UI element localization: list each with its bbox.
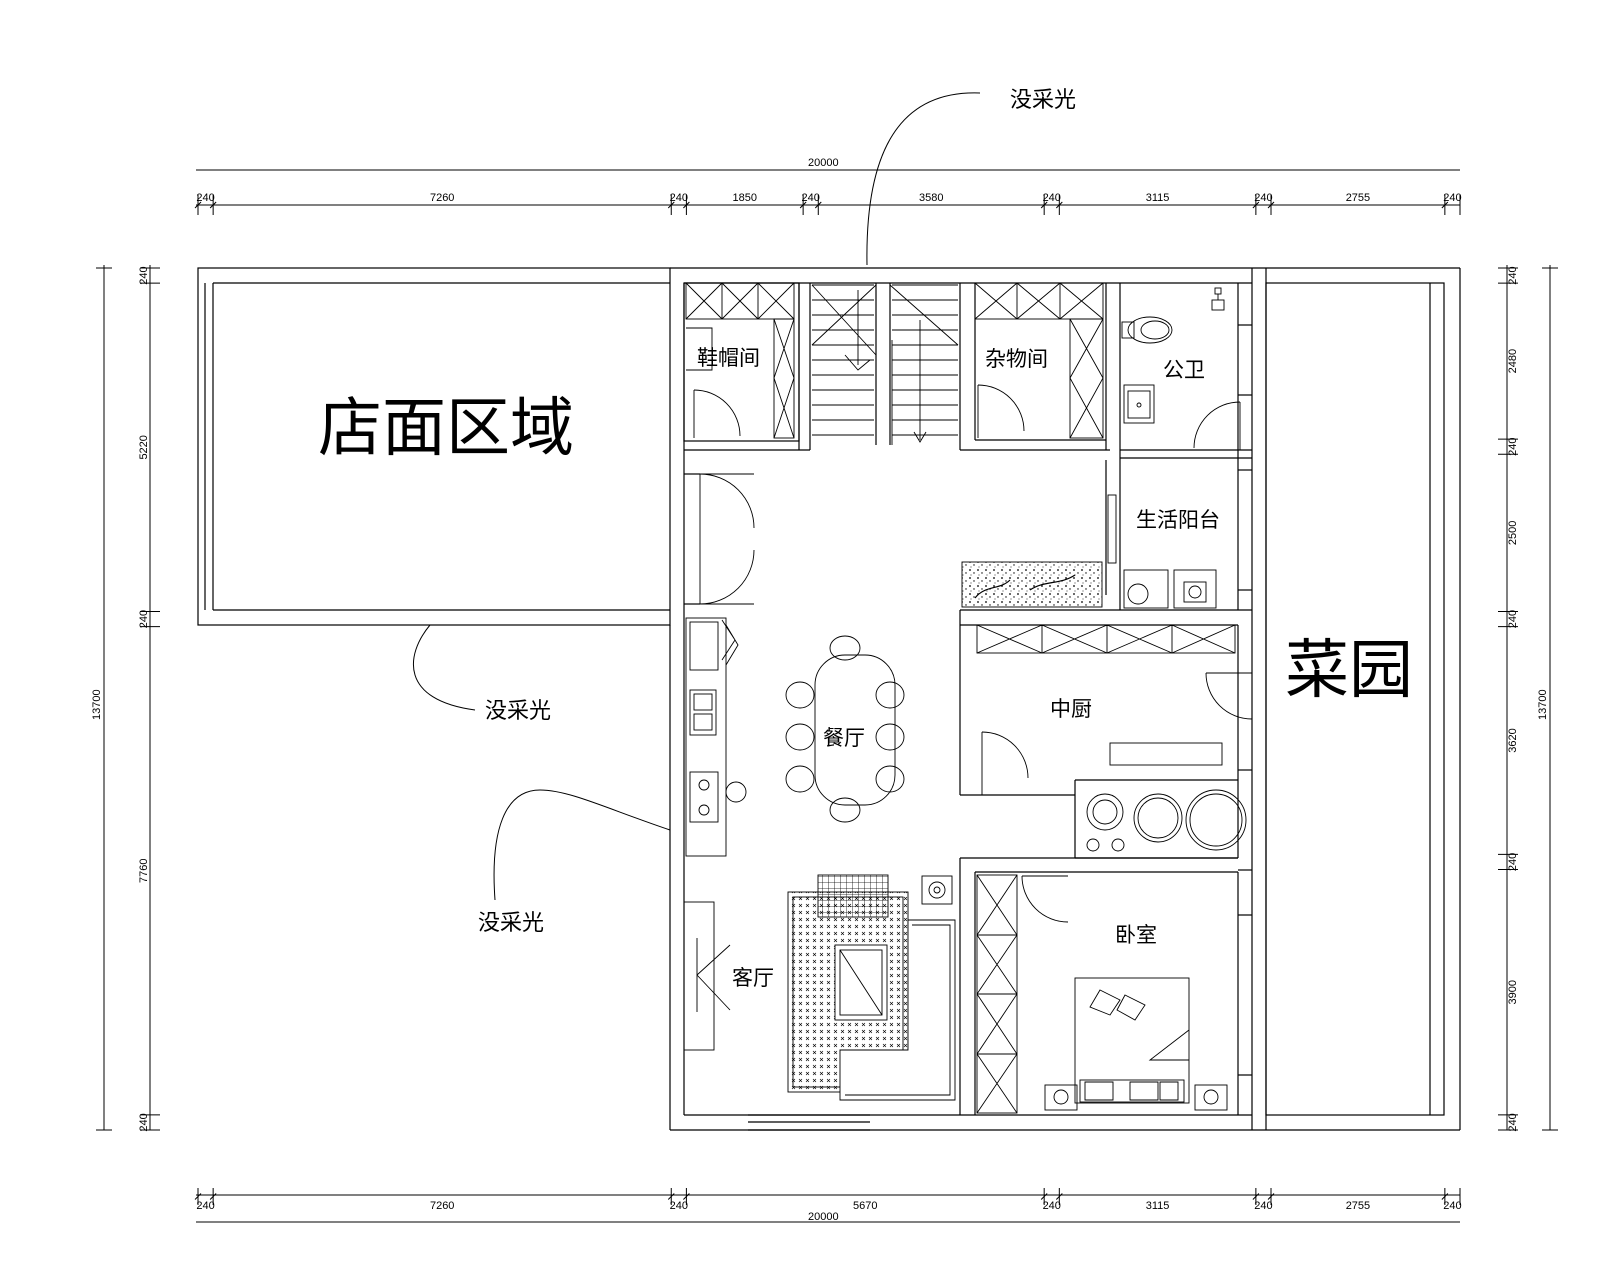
room-label-garden: 菜园 xyxy=(1285,634,1413,708)
dim-segment-label: 240 xyxy=(138,610,150,628)
note-no-light-top: 没采光 xyxy=(1010,88,1076,113)
dim-tick-slash xyxy=(1441,201,1449,209)
stairs xyxy=(811,284,961,450)
dim-tick-slash xyxy=(1252,1193,1260,1200)
dim-segment-label: 3115 xyxy=(1146,1200,1170,1212)
dim-segment-label: 240 xyxy=(1443,192,1461,204)
dim-tick-slash xyxy=(1040,201,1048,209)
dim-segment-label: 240 xyxy=(1507,853,1519,871)
dim-segment-label: 240 xyxy=(196,1200,214,1212)
room-label-shoe: 鞋帽间 xyxy=(697,346,760,370)
dim-segment-label: 240 xyxy=(138,1113,150,1131)
dim-segment-label: 240 xyxy=(1443,1200,1461,1212)
walls xyxy=(197,267,1461,1131)
dim-segment-label: 240 xyxy=(1507,1113,1519,1131)
dimension-text: 20000 20000 13700 13700 240 7260 240 1850 24… xyxy=(91,157,1549,1223)
room-label-living: 客厅 xyxy=(732,966,774,990)
dim-tick-slash xyxy=(799,201,807,209)
dim-segment-label: 2755 xyxy=(1346,1200,1370,1212)
dim-segment-label: 5670 xyxy=(853,1200,877,1212)
dim-tick-slash xyxy=(1055,201,1063,209)
dim-tick-slash xyxy=(814,201,822,209)
dim-tick-slash xyxy=(1267,201,1275,209)
dim-segment-label: 3580 xyxy=(919,192,943,204)
annotations: 没采光 没采光 没采光 xyxy=(478,88,1076,936)
dim-tick-slash xyxy=(1252,201,1260,209)
dim-segment-label: 1850 xyxy=(733,192,757,204)
annotation-leaders xyxy=(412,92,981,901)
dim-tick-slash xyxy=(209,201,217,209)
dim-segment-label: 7260 xyxy=(430,1200,454,1212)
dim-segment-label: 3900 xyxy=(1507,980,1519,1004)
dim-segment-label: 240 xyxy=(138,266,150,284)
note-no-light-left-lower: 没采光 xyxy=(478,911,544,936)
dimension-lines xyxy=(96,169,1558,1223)
fixtures xyxy=(683,282,1253,1114)
note-no-light-left-upper: 没采光 xyxy=(485,699,551,724)
dim-segment-label: 240 xyxy=(196,192,214,204)
room-label-dining: 餐厅 xyxy=(823,726,865,750)
dim-tick-slash xyxy=(683,1193,690,1200)
dim-segment-label: 3115 xyxy=(1146,192,1170,204)
dim-tick-slash xyxy=(667,201,675,209)
dim-segment-label: 240 xyxy=(1254,192,1272,204)
dim-right-total: 13700 xyxy=(1537,689,1549,720)
room-label-kitchen: 中厨 xyxy=(1050,697,1092,721)
room-label-balcony: 生活阳台 xyxy=(1136,508,1220,532)
dim-segment-label: 240 xyxy=(1507,266,1519,284)
dim-segment-label: 5220 xyxy=(138,435,150,459)
dim-tick-slash xyxy=(194,1193,202,1200)
dim-segment-label: 3620 xyxy=(1507,728,1519,752)
dim-segment-label: 240 xyxy=(1507,610,1519,628)
room-label-shop: 店面区域 xyxy=(318,392,574,466)
dim-tick-slash xyxy=(1441,1193,1449,1200)
dim-segment-label: 240 xyxy=(1043,192,1061,204)
dim-segment-label: 240 xyxy=(1507,438,1519,456)
room-label-storage: 杂物间 xyxy=(985,347,1048,371)
room-labels: 店面区域 鞋帽间 杂物间 公卫 生活阳台 菜园 中厨 餐厅 客厅 卧室 xyxy=(318,346,1413,990)
dim-tick-slash xyxy=(683,201,690,209)
dim-segment-label: 2755 xyxy=(1346,192,1370,204)
dim-segment-label: 7260 xyxy=(430,192,454,204)
dim-top-total: 20000 xyxy=(808,157,839,169)
room-label-bedroom: 卧室 xyxy=(1115,923,1157,947)
room-label-bathroom: 公卫 xyxy=(1163,358,1205,382)
dim-tick-slash xyxy=(1267,1193,1275,1200)
sofa-set xyxy=(787,874,956,1101)
dim-tick-slash xyxy=(194,201,202,209)
dim-left-total: 13700 xyxy=(91,689,103,720)
dim-bottom-total: 20000 xyxy=(808,1211,839,1223)
dim-segment-label: 240 xyxy=(670,192,688,204)
dim-segment-label: 240 xyxy=(1254,1200,1272,1212)
dining-table xyxy=(785,635,905,823)
dim-segment-label: 240 xyxy=(802,192,820,204)
dim-segment-label: 2480 xyxy=(1507,349,1519,373)
dim-tick-slash xyxy=(209,1193,217,1200)
dim-tick-slash xyxy=(1040,1193,1048,1200)
dim-tick-slash xyxy=(1055,1193,1063,1200)
dim-tick-slash xyxy=(667,1193,675,1200)
dim-segment-label: 240 xyxy=(1043,1200,1061,1212)
dim-segment-label: 2500 xyxy=(1507,521,1519,545)
dim-segment-label: 240 xyxy=(670,1200,688,1212)
dim-segment-label: 7760 xyxy=(138,859,150,883)
